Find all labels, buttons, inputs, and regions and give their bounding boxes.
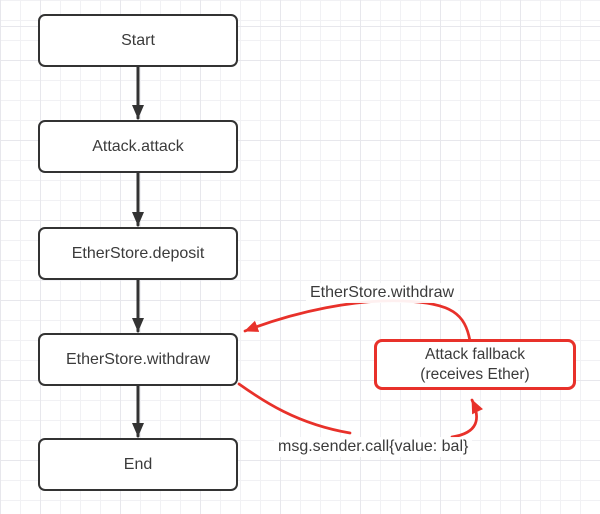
- node-attack-attack: Attack.attack: [38, 120, 238, 173]
- node-start-label: Start: [121, 31, 155, 49]
- node-etherstore-deposit-label: EtherStore.deposit: [71, 244, 205, 262]
- node-end: End: [38, 438, 238, 491]
- node-attack-fallback: Attack fallback (receives Ether): [374, 339, 576, 390]
- node-etherstore-withdraw-label: EtherStore.withdraw: [65, 350, 211, 368]
- edge-label-etherstore-withdraw: EtherStore.withdraw: [306, 283, 459, 303]
- edge-fallback-to-withdraw: [243, 299, 472, 343]
- node-start: Start: [38, 14, 238, 67]
- edge-label-msg-sender-call: msg.sender.call{value: bal}: [274, 437, 473, 457]
- edge-senderlabel-to-fallback: [450, 398, 483, 439]
- node-attack-attack-label: Attack.attack: [92, 137, 184, 155]
- node-attack-fallback-line1: Attack fallback: [425, 345, 525, 363]
- node-attack-fallback-line2: (receives Ether): [420, 365, 530, 383]
- edge-withdraw-to-senderlabel: [237, 382, 352, 435]
- node-etherstore-withdraw: EtherStore.withdraw: [38, 333, 238, 386]
- node-etherstore-deposit: EtherStore.deposit: [38, 227, 238, 280]
- node-end-label: End: [123, 455, 153, 473]
